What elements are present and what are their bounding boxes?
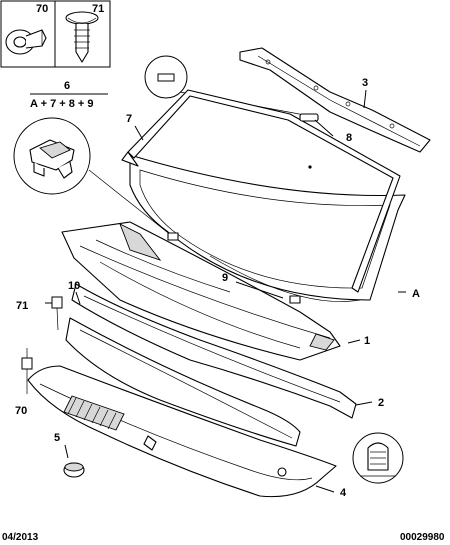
bracket-callout: [13, 117, 173, 237]
clip-5-icon: [63, 462, 85, 478]
tray-clip-callout: [352, 432, 404, 484]
footer-date: 04/2013: [2, 532, 39, 543]
water-tray-4: [27, 365, 337, 498]
fastener-inset-box: [0, 0, 111, 68]
label-70-top: 70: [36, 3, 48, 15]
windscreen-moulding-7: [121, 89, 401, 293]
grille-vent: [63, 395, 125, 431]
label-3: 3: [362, 77, 368, 89]
label-2: 2: [378, 397, 384, 409]
part-70-marker: [21, 357, 33, 370]
label-A: A: [412, 288, 420, 300]
label-4: 4: [340, 487, 347, 499]
clip-9-upper: [167, 232, 301, 304]
label-10: 10: [68, 280, 80, 292]
label-6: 6: [64, 80, 70, 92]
formula-label: A + 7 + 8 + 9: [30, 98, 94, 110]
label-5: 5: [54, 432, 60, 444]
part-71-marker: [51, 296, 63, 309]
rivet-70-icon: [5, 29, 47, 55]
moulding-clip-callout: [144, 55, 311, 117]
leader-lines: [45, 89, 406, 493]
upper-cover-3: [239, 47, 431, 153]
footer-reference: 00029980: [400, 532, 445, 543]
label-71-top: 71: [92, 3, 104, 15]
lower-panel-2: [65, 317, 301, 447]
label-71-left: 71: [16, 300, 28, 312]
scuttle-panel-1: [61, 221, 341, 361]
windscreen-A: [129, 154, 406, 302]
push-clip-71-icon: [65, 11, 99, 63]
label-70-left: 70: [15, 405, 27, 417]
label-8: 8: [346, 132, 352, 144]
seal-10: [71, 283, 357, 419]
label-7: 7: [126, 113, 132, 125]
label-1: 1: [364, 335, 370, 347]
label-9: 9: [222, 272, 228, 284]
